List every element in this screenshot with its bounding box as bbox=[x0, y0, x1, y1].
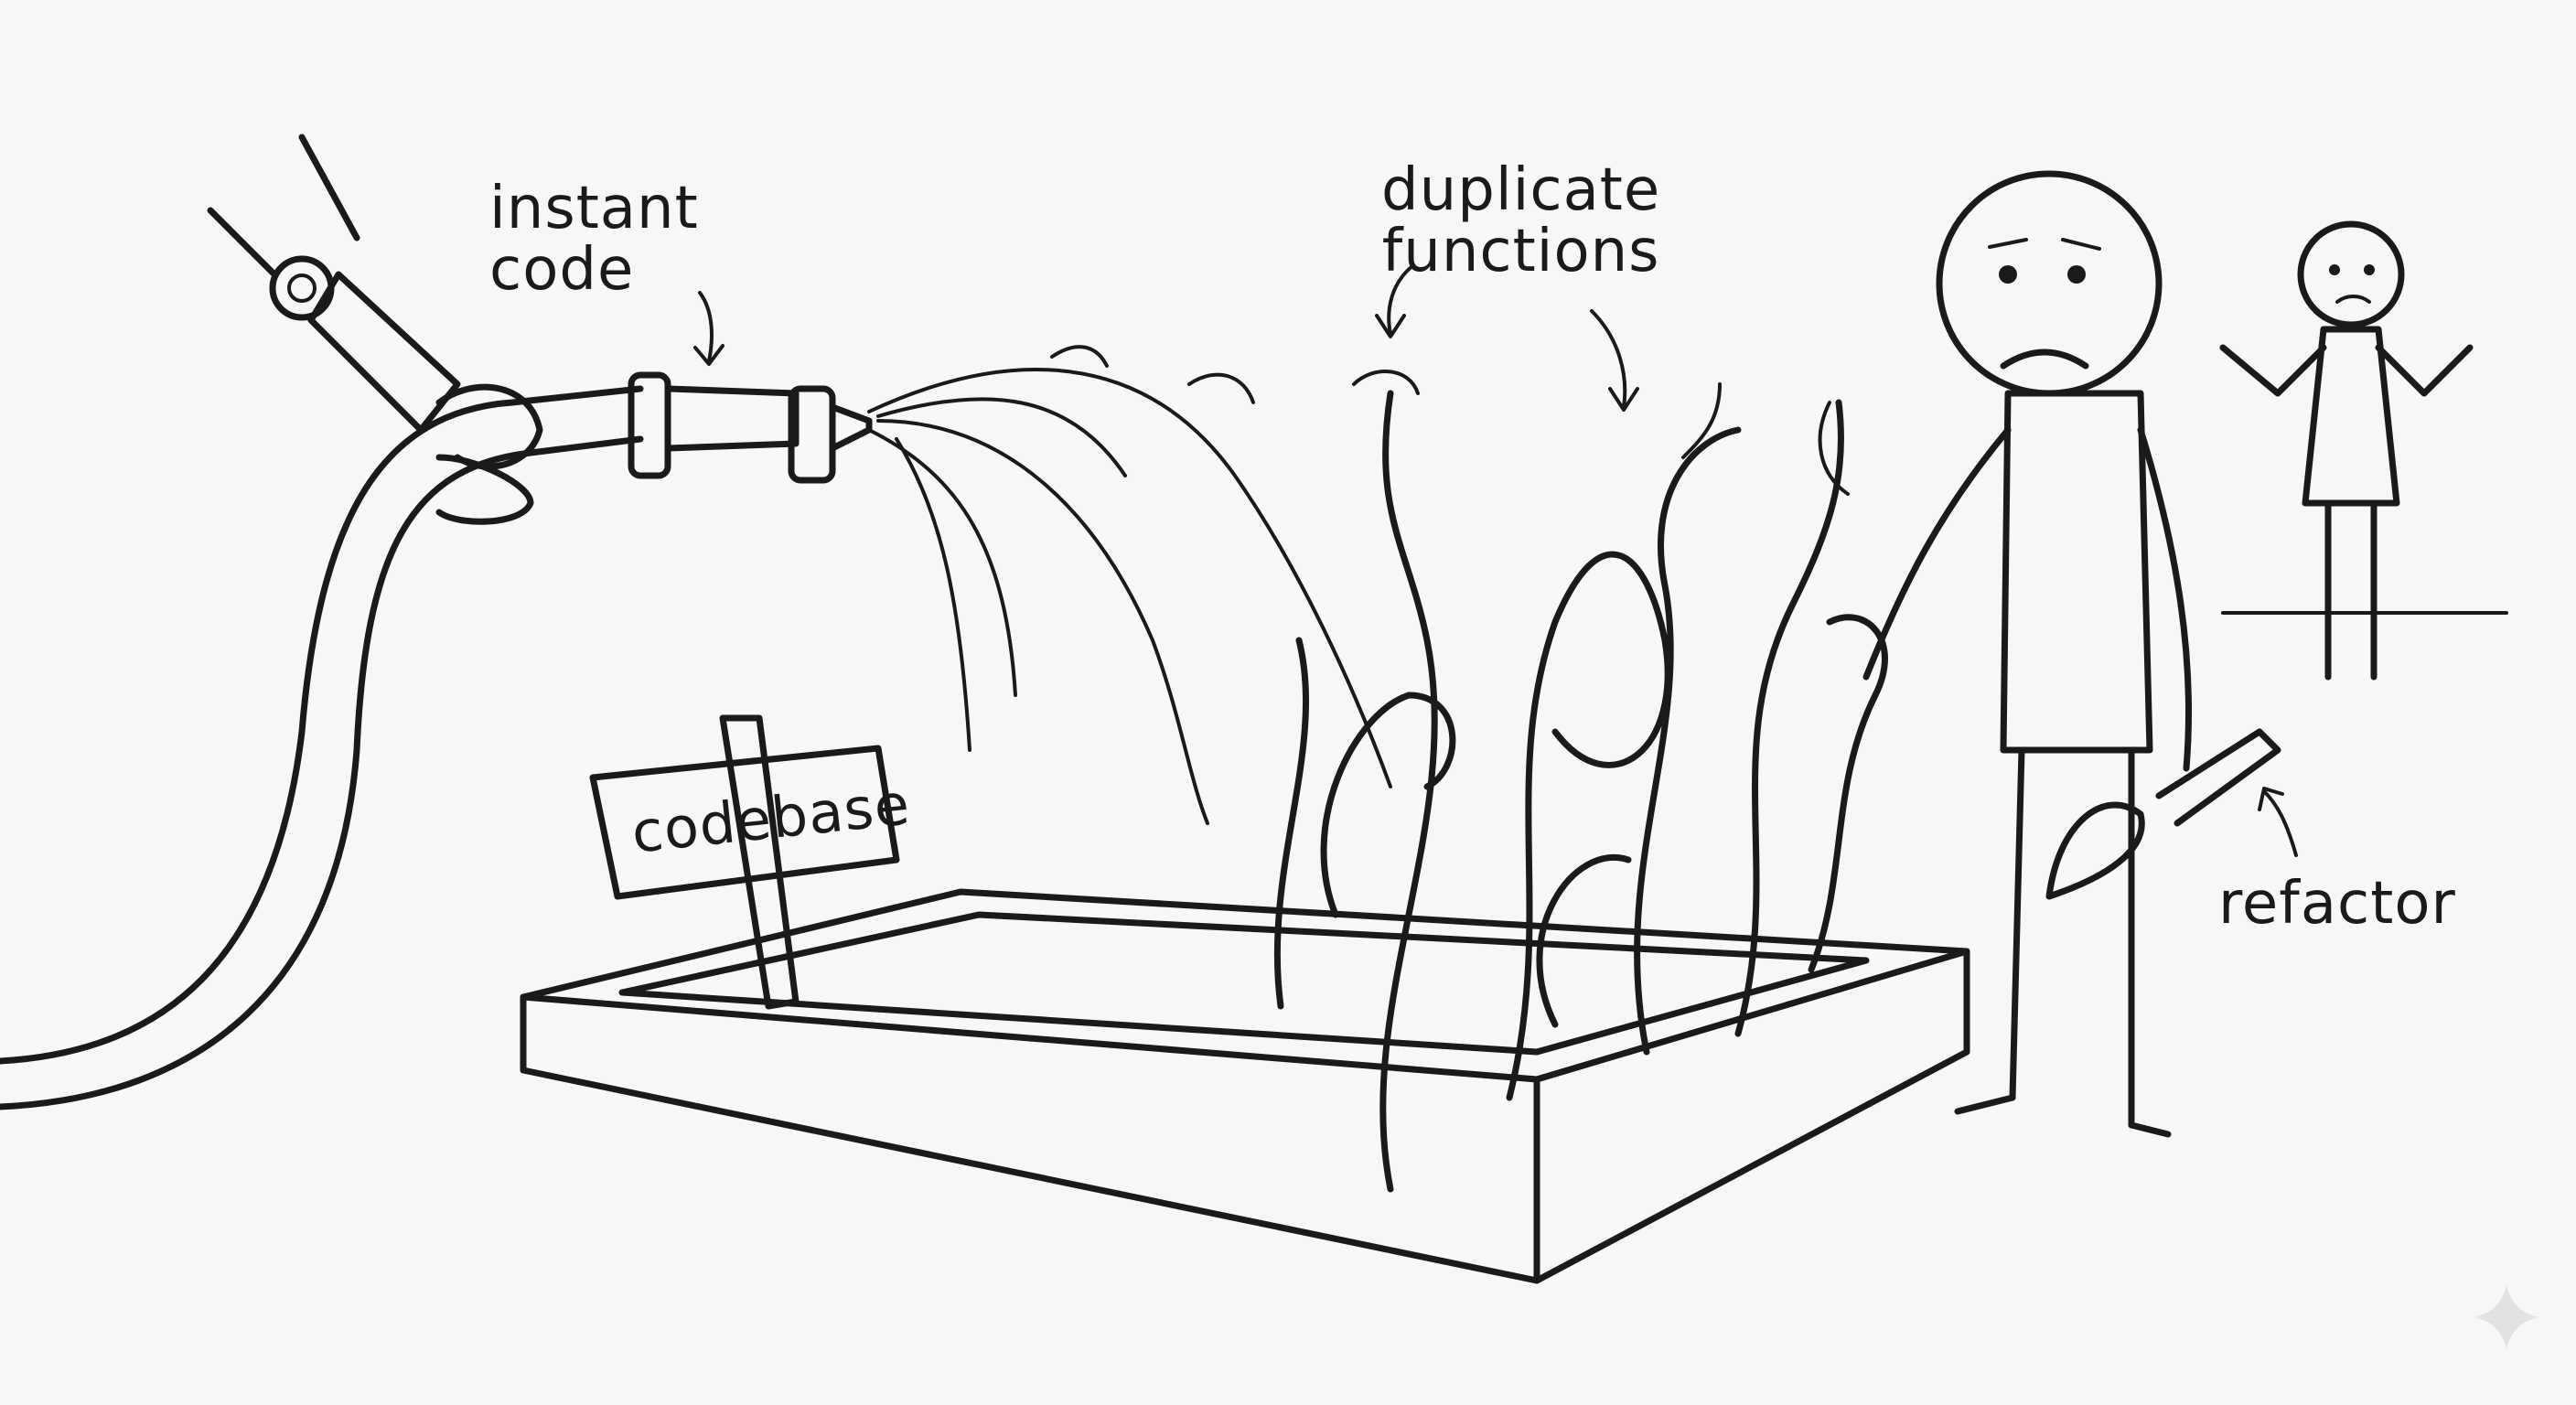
worried-person bbox=[1862, 170, 2281, 1138]
sparkle-watermark-icon bbox=[2474, 1285, 2538, 1349]
codebase-sign bbox=[589, 714, 900, 1010]
duplicate-function-weeds bbox=[1273, 370, 1888, 1193]
label-instant-code: instant code bbox=[489, 175, 699, 305]
arrow-duplicate-left bbox=[1375, 263, 1415, 338]
hose bbox=[0, 371, 873, 1110]
robot-arm bbox=[207, 134, 543, 525]
arrow-refactor bbox=[2258, 787, 2298, 857]
label-duplicate-functions: duplicate functions bbox=[1381, 156, 1661, 286]
arrow-duplicate-right bbox=[1590, 309, 1639, 412]
water-spray bbox=[867, 345, 1392, 825]
annotation-arrows bbox=[693, 263, 2298, 857]
garden-bed bbox=[520, 888, 1970, 1284]
shrugging-person bbox=[2219, 220, 2508, 681]
arrow-instant-code bbox=[693, 291, 724, 366]
label-refactor: refactor bbox=[2218, 870, 2456, 938]
